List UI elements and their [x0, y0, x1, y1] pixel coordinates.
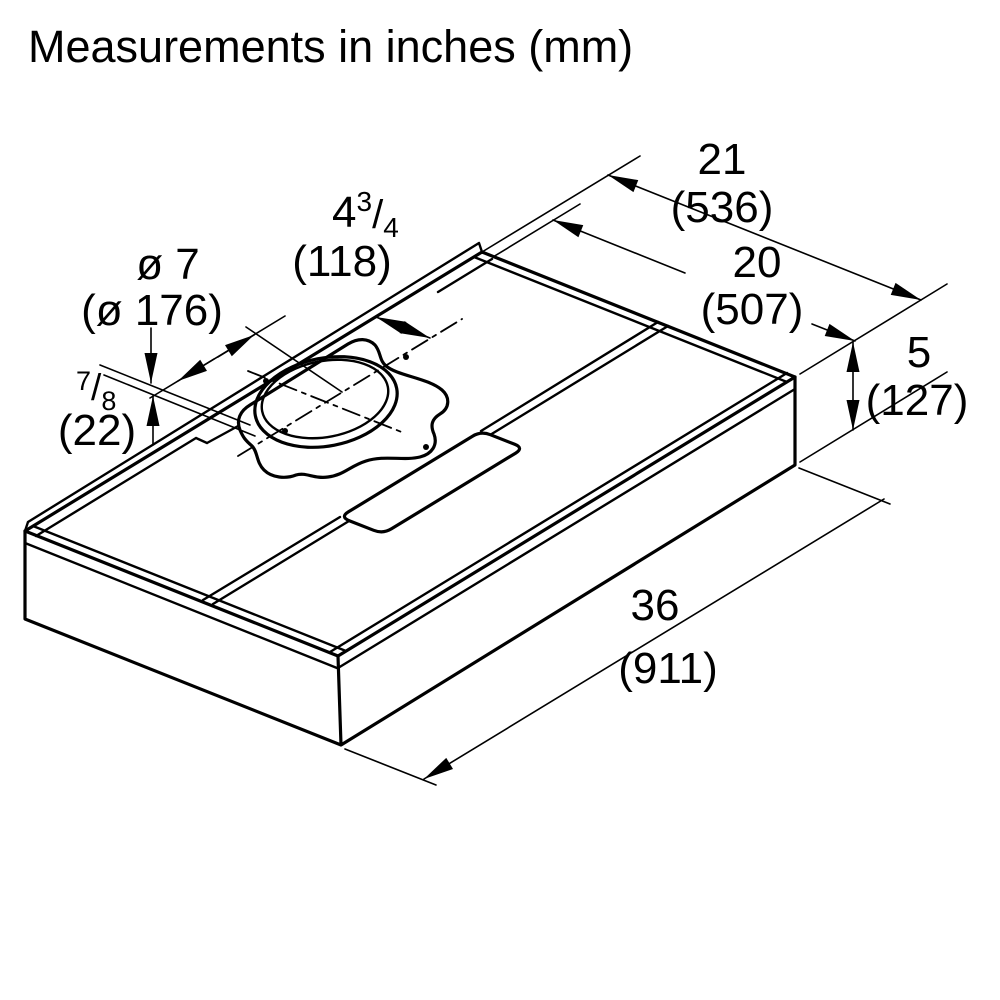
front-face-rim — [336, 387, 797, 670]
dim-36-inches: 36 — [631, 581, 680, 630]
dim-21-inches: 21 — [698, 135, 747, 184]
dimension-height: 5 (127) — [799, 328, 969, 463]
ext-line — [798, 467, 891, 505]
vent-slot — [342, 431, 522, 534]
plate-screw-holes — [263, 354, 429, 450]
dimension-depth-overall: 21 (536) — [481, 135, 948, 375]
hood-side-faces — [23, 375, 797, 747]
hood-body — [23, 241, 797, 747]
ext-line — [799, 283, 948, 375]
dim-20-mm: (507) — [701, 285, 804, 334]
duct-collar-inner — [260, 358, 390, 440]
dim-line — [607, 174, 922, 301]
ext-line — [245, 326, 343, 393]
duct-centerline-width — [237, 318, 463, 457]
dimension-duct-diameter: ø 7 (ø 176) — [81, 240, 343, 399]
top-face-seam — [201, 320, 670, 606]
dimension-width: 36 (911) — [344, 467, 891, 786]
dim-o7-inches: ø 7 — [136, 240, 200, 289]
ext-line — [344, 748, 437, 786]
dim-434-mm: (118) — [292, 237, 391, 286]
dim-line-right — [811, 323, 856, 342]
top-face-front-rim — [328, 371, 789, 654]
ext-line — [481, 155, 641, 253]
dim-line — [423, 498, 885, 780]
dimension-lip-height: 7/8 (22) — [58, 327, 256, 455]
left-face-rim — [23, 541, 339, 670]
dim-434-inches: 43/4 — [332, 186, 399, 243]
ext-line — [799, 371, 948, 463]
dim-o7-mm: (ø 176) — [81, 286, 223, 335]
arrow-lower — [177, 358, 215, 382]
ext-line — [99, 364, 251, 426]
dimension-depth-top: 20 (507) — [492, 203, 856, 342]
top-face-left-rim — [31, 524, 348, 653]
dim-5-mm: (127) — [866, 376, 969, 425]
dim-78-mm: (22) — [58, 406, 136, 455]
arrow-upper — [217, 334, 255, 358]
dim-line-left — [552, 219, 686, 274]
dim-line — [375, 316, 431, 339]
page-title: Measurements in inches (mm) — [28, 21, 633, 72]
back-lip-base — [34, 257, 494, 538]
dim-5-inches: 5 — [907, 328, 931, 377]
dim-20-inches: 20 — [733, 238, 782, 287]
duct-collar-outer — [253, 355, 399, 449]
dim-36-mm: (911) — [618, 644, 717, 693]
ext-line — [492, 203, 581, 258]
back-lip-edge — [23, 241, 484, 533]
dim-78-inches: 7/8 — [76, 366, 116, 416]
dim-21-mm: (536) — [671, 183, 774, 232]
ext-line — [103, 374, 256, 437]
top-face-right-rim — [472, 255, 789, 384]
dimension-duct-offset: 43/4 (118) — [54, 186, 431, 513]
